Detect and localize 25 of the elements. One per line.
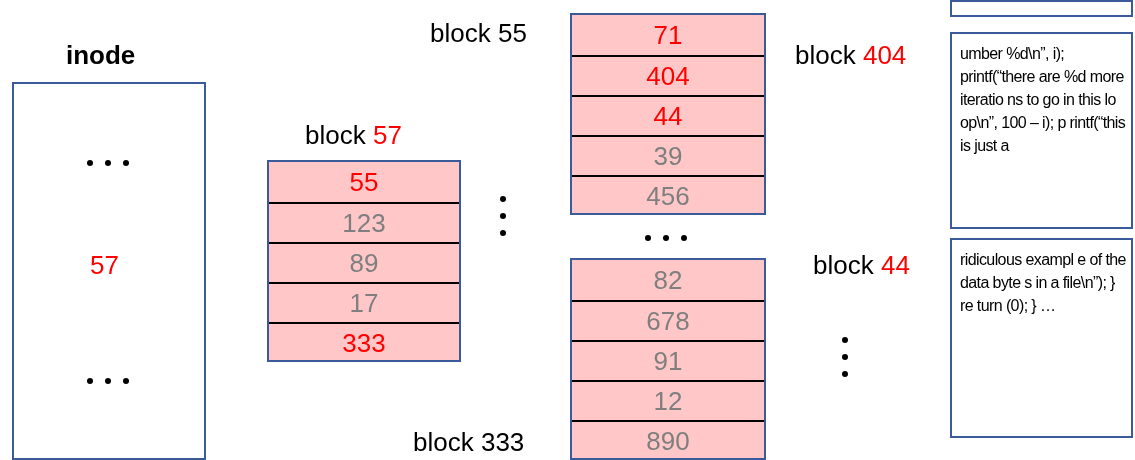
table-row: 71 (572, 15, 764, 55)
block-label: block 44 (813, 250, 910, 281)
table-row: 82 (572, 260, 764, 300)
table-row: 91 (572, 340, 764, 380)
table-row: 89 (269, 242, 459, 282)
table-row: 456 (572, 175, 764, 215)
box-heading: inode (66, 40, 136, 71)
block-label: block 57 (305, 120, 402, 151)
table-row: 44 (572, 95, 764, 135)
table-row: 39 (572, 135, 764, 175)
table-row: 404 (572, 55, 764, 95)
block-label: block 404 (795, 40, 907, 71)
table-row: 12 (572, 380, 764, 420)
table-row: 17 (269, 282, 459, 322)
code-text: umber %d\n”, i); printf(“there are %d more iteratio ns to go in this lo op\n”, 100 – i); p rintf(“this is just a (960, 44, 1127, 156)
block-label: block 333 (413, 427, 525, 458)
table-row: 678 (572, 300, 764, 340)
value-text: 57 (90, 250, 119, 281)
table-row: 890 (572, 420, 764, 460)
code-text: ridiculous exampl e of the data byte s in a file\n”); } re turn (0); } … (960, 250, 1127, 316)
table-row: 333 (269, 322, 459, 362)
block-label: block 55 (430, 18, 527, 49)
data-block (950, 0, 1133, 17)
table-row: 55 (269, 162, 459, 202)
table-row: 123 (269, 202, 459, 242)
